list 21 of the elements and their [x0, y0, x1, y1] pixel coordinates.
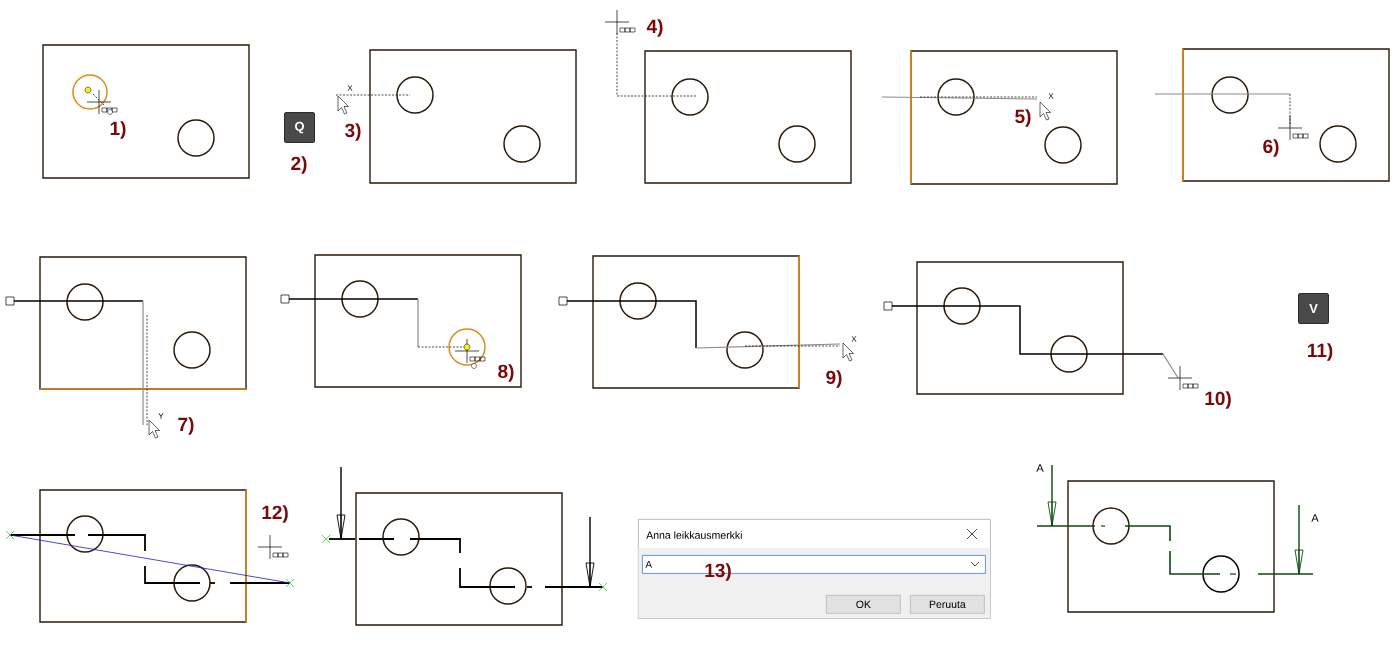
- step-number: 1): [110, 121, 126, 139]
- step-number: 8): [498, 364, 514, 382]
- step-number: 11): [1308, 343, 1333, 361]
- section-letter: A: [1311, 514, 1319, 522]
- step-number: 6): [1263, 139, 1279, 157]
- axis-letter: X: [347, 85, 353, 91]
- step-number: 5): [1015, 109, 1031, 127]
- key-cap: V: [1298, 293, 1329, 324]
- step-number: 3): [345, 123, 361, 141]
- axis-letter: X: [1048, 93, 1054, 99]
- step-number: 12): [262, 505, 288, 523]
- dialog-button: Peruuta: [910, 595, 985, 614]
- section-letter: A: [1036, 464, 1044, 472]
- step-number: 4): [646, 19, 663, 37]
- dialog-button: OK: [826, 595, 901, 614]
- step-number: 10): [1205, 391, 1231, 409]
- key-cap: Q: [284, 112, 315, 143]
- step-number: 7): [178, 417, 194, 435]
- step-number: 9): [826, 370, 842, 388]
- axis-letter: X: [851, 336, 857, 342]
- axis-letter: Y: [158, 413, 164, 419]
